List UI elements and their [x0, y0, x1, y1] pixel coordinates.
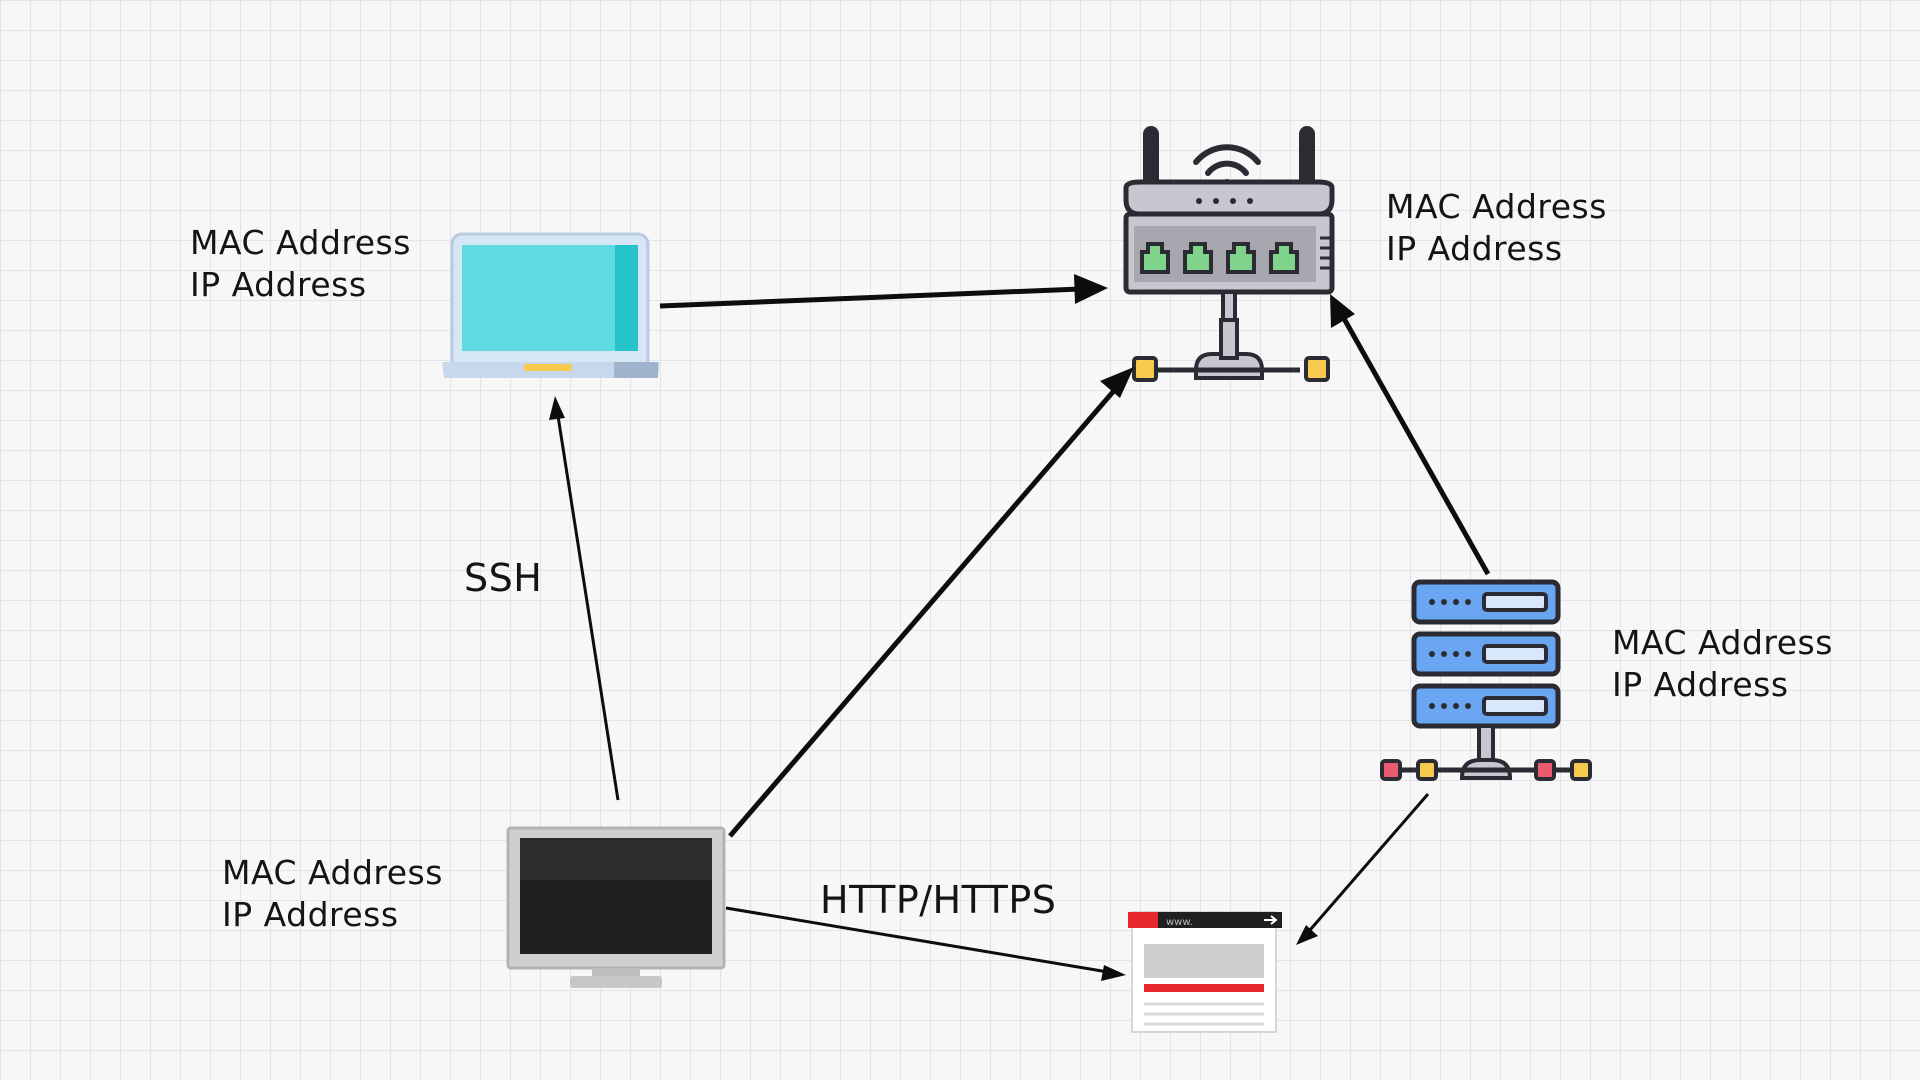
desktop-mac-label: MAC Address	[222, 853, 443, 892]
arrow-http-desktop-to-webpage	[725, 906, 1126, 981]
laptop-icon	[442, 232, 660, 378]
router-ports	[1140, 242, 1299, 274]
router-ip-label: IP Address	[1386, 229, 1563, 268]
server-icon	[1380, 579, 1592, 781]
http-https-label: HTTP/HTTPS	[820, 878, 1057, 922]
webpage-url-text: www.	[1166, 917, 1193, 928]
desktop-ip-label: IP Address	[222, 895, 399, 934]
webpage-icon: www.	[1128, 911, 1282, 1033]
arrow-desktop-to-router	[728, 367, 1134, 838]
router-mac-label: MAC Address	[1386, 187, 1607, 226]
router-labels: MAC Address IP Address	[1386, 186, 1607, 270]
server-labels: MAC Address IP Address	[1612, 622, 1833, 706]
arrow-laptop-to-router	[659, 274, 1108, 309]
desktop-monitor-icon	[506, 826, 726, 988]
laptop-labels: MAC Address IP Address	[190, 222, 411, 306]
desktop-labels: MAC Address IP Address	[222, 852, 443, 936]
server-ip-label: IP Address	[1612, 665, 1789, 704]
arrow-server-to-webpage	[1296, 793, 1430, 945]
arrow-ssh-desktop-to-laptop	[549, 396, 620, 801]
ssh-label: SSH	[464, 556, 543, 600]
laptop-ip-label: IP Address	[190, 265, 367, 304]
arrow-server-to-router	[1330, 294, 1491, 576]
laptop-mac-label: MAC Address	[190, 223, 411, 262]
server-mac-label: MAC Address	[1612, 623, 1833, 662]
router-icon	[1123, 126, 1335, 382]
